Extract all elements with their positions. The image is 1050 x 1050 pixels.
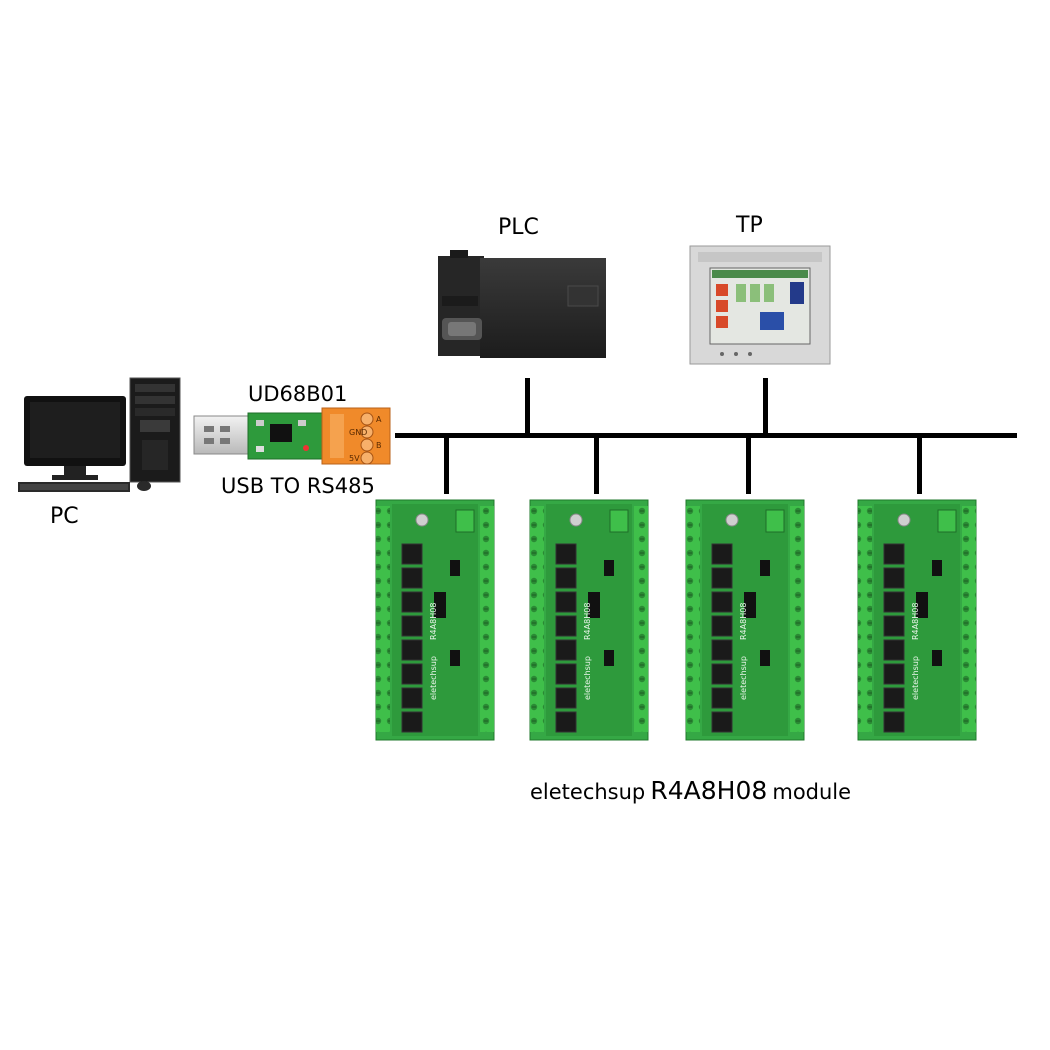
relay-module: eletechsup R4A8H08: [529, 499, 649, 741]
board-model-text: R4A8H08: [429, 603, 438, 640]
board-model-text: R4A8H08: [911, 603, 920, 640]
relay-module: eletechsup R4A8H08: [375, 499, 495, 741]
terminal-label: GND: [349, 428, 367, 437]
board-brand-text: eletechsup: [429, 656, 438, 700]
board-brand-text: eletechsup: [739, 656, 748, 700]
pc-illustration: [18, 377, 181, 492]
board-brand-text: eletechsup: [583, 656, 592, 700]
converter-terminal-labels: A GND B 5V: [349, 415, 382, 463]
terminal-label: B: [376, 441, 382, 450]
terminal-label: A: [376, 415, 382, 424]
relay-module: eletechsup R4A8H08: [857, 499, 977, 741]
relay-modules: eletechsupR4A8H08eletechsupR4A8H08eletec…: [375, 499, 977, 741]
relay-module: eletechsup R4A8H08: [685, 499, 805, 741]
rs485-bus: [395, 378, 1017, 494]
touch-panel-illustration: [689, 245, 831, 365]
board-model-text: R4A8H08: [583, 603, 592, 640]
caption-model: R4A8H08: [650, 776, 768, 805]
terminal-label: 5V: [349, 454, 360, 463]
tp-label: TP: [736, 213, 763, 238]
board-brand-text: eletechsup: [911, 656, 920, 700]
caption-suffix: module: [772, 780, 852, 804]
board-model-text: R4A8H08: [739, 603, 748, 640]
converter-desc-label: USB TO RS485: [221, 474, 375, 498]
module-caption: eletechsup R4A8H08 module: [530, 776, 851, 805]
plc-label: PLC: [498, 215, 539, 240]
plc-illustration: [438, 250, 606, 358]
usb-rs485-converter: [193, 407, 391, 465]
caption-brand: eletechsup: [530, 780, 646, 804]
converter-model-label: UD68B01: [248, 382, 348, 406]
pc-label: PC: [50, 504, 79, 529]
